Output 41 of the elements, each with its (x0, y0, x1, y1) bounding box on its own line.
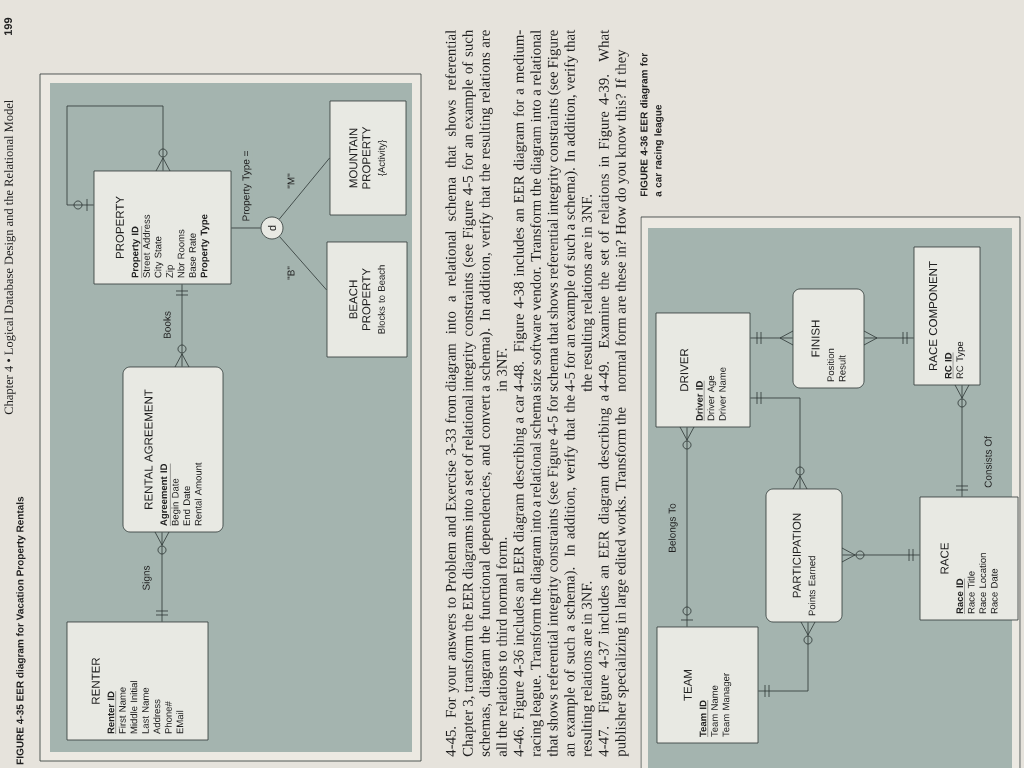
relationship-line (863, 330, 914, 346)
relationship-line (750, 330, 794, 346)
entity-box: RACE Race ID Race Title Race Location Race Date (919, 496, 1019, 621)
relationship-line (841, 547, 920, 563)
relationship-line (954, 384, 970, 497)
entity-box: RACE COMPONENT RC ID RC Type (913, 246, 981, 386)
entity-box: PROPERTY Property ID Street Address City State Zip Nbr Rooms Base Rate Property Type (93, 170, 232, 285)
relationship-line (679, 426, 695, 627)
relationship-line (758, 621, 816, 698)
subtype-line (279, 236, 327, 291)
relationship-label: Consists Of (983, 435, 993, 489)
exercise-paragraph: diagram into a relational schema that shows referential integrity constraints (see Figure 4-5 for an example of such a schema). In addition, verify that the resulting relations are in 3NF. (445, 29, 507, 392)
relationship-line (174, 284, 190, 368)
relationship-line (66, 105, 171, 212)
relationship-label: Signs (141, 564, 153, 592)
figure-caption: FIGURE 4-36 EER diagram for a car racing league (640, 53, 664, 197)
figure-caption: FIGURE 4-35 EER diagram for Vacation Property Rentals (16, 496, 26, 765)
subtype-box: BEACH PROPERTY Blocks to Beach (326, 241, 408, 358)
exercise-paragraph: 4-48. Figure 4-38 includes an EER diagram for a medium-size software vendor. Transform the diagram into a relational schema that shows referential integrity constraints (see Figure 4-5 for an example of such a schema). In addition, verify that the resulting relations are in 3NF. (513, 29, 595, 392)
subtype-line (278, 157, 330, 220)
relationship-label: "M" (286, 172, 296, 190)
subtype-line (231, 227, 261, 229)
associative-entity-box: FINISH Position Result (792, 288, 865, 389)
exercise-paragraph: 4-46. Figure 4-36 includes an EER diagram describing a car racing league. Transform the diagram into a relational schema that shows referential integrity constraints (see Figure 4-5 for an example of such a schema). In addition, verify that the resulting relations are in 3NF. (513, 394, 595, 757)
page-number: 199 (4, 17, 12, 36)
associative-entity-box: PARTICIPATION Points Earned (765, 488, 843, 623)
associative-entity-box: RENTAL AGREEMENT Agreement ID Begin Date End Date Rental Amount (122, 366, 224, 533)
exercise-paragraph: 4-45. For your answers to Problem and Exercise 3-33 from Chapter 3, transform the EER diagrams into a set of relational schemas, diagram the functional dependencies, and convert all the relations to third normal form. (445, 394, 507, 757)
entity-box: RENTER Renter ID First Name Middle Initial Last Name Address Phone# EMail (66, 621, 209, 741)
subtype-box: MOUNTAIN PROPERTY {Activity} (329, 100, 407, 216)
running-header: Chapter 4 • Logical Database Design and the Relational Model (4, 99, 16, 415)
relationship-label: Belongs To (667, 502, 679, 554)
exercise-paragraph: 4-47. Figure 4-37 includes an EER diagram describing a publisher specializing in large edited works. Transform the (598, 395, 629, 757)
relationship-label: "B" (286, 265, 296, 281)
exercise-paragraph: 4-49. Examine the set of relations in Figure 4-39. What normal form are these in? How do you know this? If they (598, 29, 629, 392)
relationship-line (154, 531, 170, 622)
entity-box: DRIVER Driver ID Driver Age Driver Name (655, 312, 751, 428)
entity-box: TEAM Team ID Team Name Team Manager (656, 626, 759, 744)
relationship-label: Property Type = (241, 149, 253, 223)
relationship-line (750, 391, 808, 490)
relationship-label: Books (162, 310, 172, 340)
